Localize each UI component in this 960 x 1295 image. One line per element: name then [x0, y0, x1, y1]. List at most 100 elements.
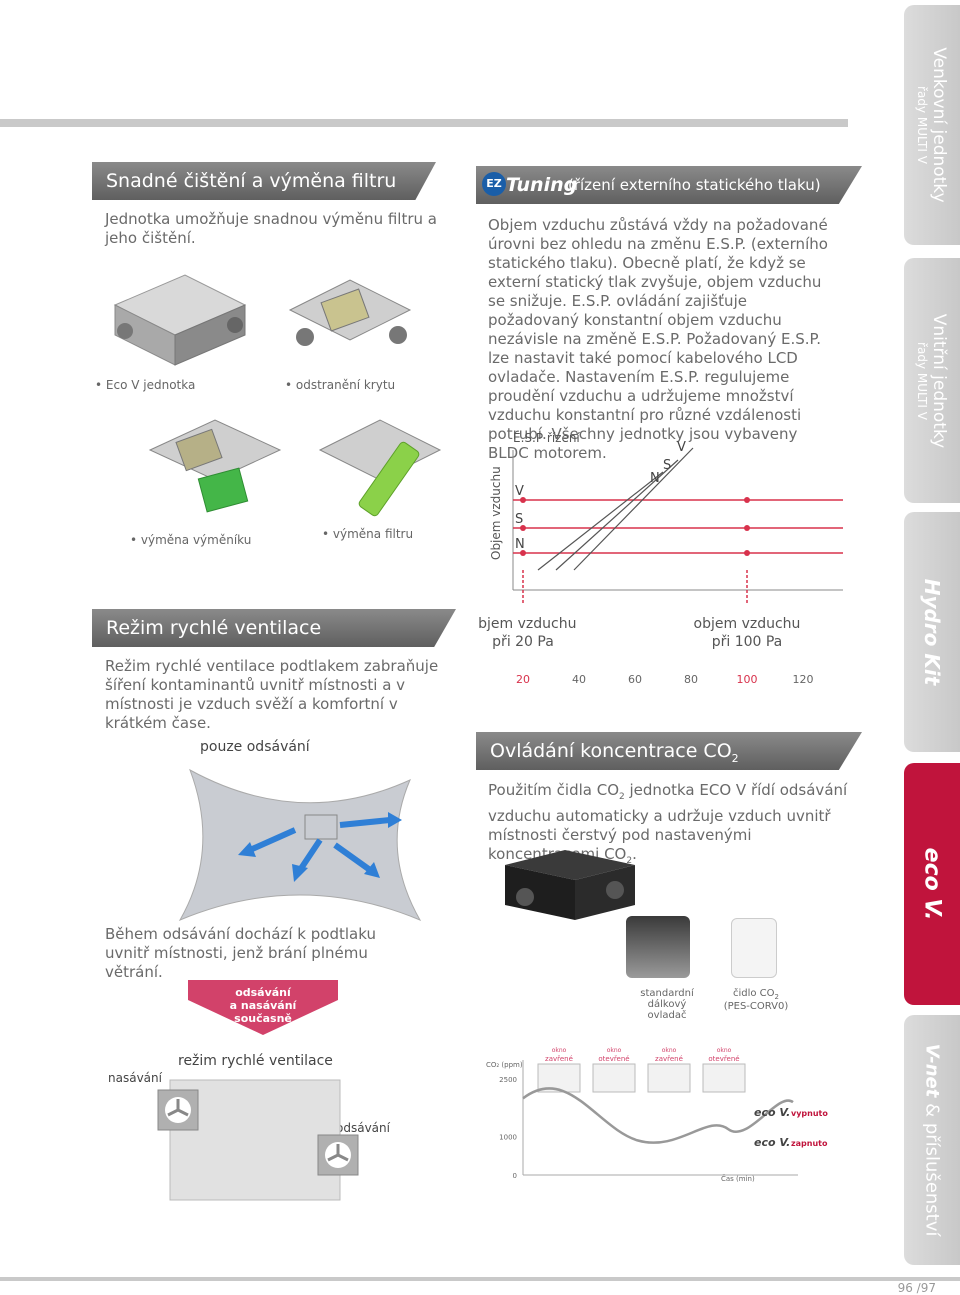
system-curve-2 — [573, 447, 694, 571]
rapid-text: Režim rychlé ventilace podtlakem zabraňu… — [105, 657, 439, 732]
curve-label-S: S — [663, 458, 671, 473]
window-label-3-a: okno — [717, 1047, 732, 1054]
co2-y-label: CO₂ (ppm) — [486, 1061, 523, 1069]
series-label-N: N — [515, 537, 525, 552]
sensor-caption-sub: 2 — [774, 993, 780, 1001]
marker-point-20-1 — [520, 525, 526, 531]
co2-curve — [522, 1087, 794, 1144]
window-label-0-a: okno — [552, 1047, 567, 1054]
window-box-1 — [592, 1063, 636, 1093]
x-tick-20: 20 — [516, 673, 530, 686]
intake-label: nasávání — [108, 1071, 162, 1085]
curve-label-N: N — [650, 471, 660, 486]
x-tick-120: 120 — [793, 673, 814, 686]
legend-brand-off: eco V. — [754, 1106, 790, 1119]
annotation-0-line-2: při 20 Pa — [492, 634, 554, 650]
co2-text-2: jednotka ECO V řídí odsávání vzduchu aut… — [488, 781, 848, 863]
window-box-0 — [537, 1063, 581, 1093]
page-number: 96 /97 — [898, 1281, 936, 1295]
rapid-banner: Režim rychlé ventilace — [92, 609, 456, 647]
page-a: 96 — [897, 1281, 913, 1295]
esp-banner: EZ Tuning (řízení externího statického t… — [476, 166, 862, 204]
annotation-0-line-1: objem vzduchu — [478, 616, 576, 632]
tab-outdoor-label: Venkovní jednotky řady MULTI V — [915, 47, 949, 202]
x-tick-40: 40 — [572, 673, 586, 686]
co2-text-sub-1: 2 — [619, 792, 625, 802]
annotation-1-line-2: při 100 Pa — [712, 634, 783, 650]
co2-text-3: . — [632, 845, 637, 863]
simultaneous-line-2: a nasávání — [229, 999, 297, 1012]
x-tick-100: 100 — [737, 673, 758, 686]
tab-v-net[interactable]: V-net & příslušenství — [904, 1015, 960, 1265]
tab-outdoor-subtitle: řady MULTI V — [915, 86, 929, 164]
co2-title: Ovládání koncentrace CO — [490, 740, 732, 762]
co2-banner: Ovládání koncentrace CO2 — [476, 732, 862, 770]
simultaneous-label: odsávání a nasávání současně — [213, 986, 313, 1025]
rapid-room-diagram — [157, 1079, 359, 1201]
tab-indoor-units[interactable]: Vnitřní jednotky řady MULTI V — [904, 258, 960, 503]
rapid-title: Režim rychlé ventilace — [106, 617, 322, 639]
tab-v-net-title: V-net — [921, 1043, 943, 1098]
system-curve-0 — [537, 471, 664, 571]
esp-text: Objem vzduchu zůstává vždy na požadované… — [488, 216, 828, 462]
tab-hydro-label: Hydro Kit — [920, 578, 944, 686]
window-label-1-a: okno — [607, 1047, 622, 1054]
chart-title: E.S.P řízení — [513, 431, 580, 445]
tab-eco-v[interactable]: eco V. — [904, 763, 960, 1005]
eco-v-unit-image — [113, 274, 247, 366]
marker-point-20-2 — [520, 550, 526, 556]
co2-sensor-image — [731, 918, 777, 978]
x-tick-80: 80 — [684, 673, 698, 686]
simultaneous-arrow — [188, 980, 338, 1035]
filter-replacement-image — [318, 419, 442, 517]
co2-text-1: Použitím čidla CO — [488, 781, 620, 799]
tab-eco-v-label: eco V. — [919, 847, 945, 921]
sensor-caption: čidlo CO2 (PES-CORV0) — [716, 988, 796, 1012]
caption-cover: • odstranění krytu — [285, 378, 396, 392]
annotation-1-line-1: objem vzduchu — [694, 616, 801, 632]
eco-v-product-image — [505, 850, 635, 920]
filter-text: Jednotka umožňuje snadnou výměnu filtru … — [105, 210, 437, 247]
tab-outdoor-units[interactable]: Venkovní jednotky řady MULTI V — [904, 5, 960, 245]
esp-title: (řízení externího statického tlaku) — [568, 176, 821, 194]
marker-point-100-1 — [744, 525, 750, 531]
co2-title-sub: 2 — [731, 751, 739, 765]
co2-text: Použitím čidla CO2 jednotka ECO V řídí o… — [488, 781, 848, 871]
window-label-0-b: zavřené — [545, 1055, 573, 1063]
page-sep: / — [916, 1281, 921, 1295]
window-label-2-a: okno — [662, 1047, 677, 1054]
header-rule — [0, 119, 848, 127]
remote-caption-2: ovladač — [647, 1010, 687, 1021]
exhaust-only-label: pouze odsávání — [200, 739, 310, 755]
simultaneous-line-1: odsávání — [235, 986, 291, 999]
sensor-caption-2: (PES-CORV0) — [723, 1001, 789, 1012]
co2-text-sub-2: 2 — [626, 856, 633, 866]
exhaust-note: Během odsávání dochází k podtlaku uvnitř… — [105, 925, 376, 981]
tab-hydro-kit[interactable]: Hydro Kit — [904, 512, 960, 752]
remote-caption-1: standardní dálkový — [640, 988, 694, 1010]
legend-on-label: zapnuto — [791, 1139, 828, 1148]
tab-indoor-label: Vnitřní jednotky řady MULTI V — [915, 313, 949, 448]
marker-point-100-0 — [744, 497, 750, 503]
series-label-V: V — [515, 484, 524, 499]
co2-x-label: Čas (min) — [721, 1174, 755, 1183]
caption-eco-v: • Eco V jednotka — [95, 378, 196, 392]
tab-v-net-subtitle: & příslušenství — [921, 1103, 943, 1237]
page-b: 97 — [920, 1281, 936, 1295]
window-box-2 — [647, 1063, 691, 1093]
window-label-3-b: otevřené — [708, 1055, 739, 1063]
window-box-3 — [702, 1063, 746, 1093]
marker-point-100-2 — [744, 550, 750, 556]
co2-y-tick-0: 0 — [513, 1172, 517, 1180]
exhaust-only-diagram — [178, 768, 422, 922]
series-label-S: S — [515, 512, 523, 527]
system-curve-1 — [555, 459, 679, 571]
curve-label-V: V — [677, 440, 686, 455]
exhaust-label: odsávání — [336, 1121, 390, 1135]
co2-y-tick-2500: 2500 — [499, 1076, 517, 1084]
window-label-2-b: zavřené — [655, 1055, 683, 1063]
tab-v-net-label: V-net & příslušenství — [922, 1044, 943, 1237]
remote-caption: standardní dálkový ovladač — [620, 988, 714, 1021]
caption-exchanger: • výměna výměníku — [130, 533, 252, 547]
